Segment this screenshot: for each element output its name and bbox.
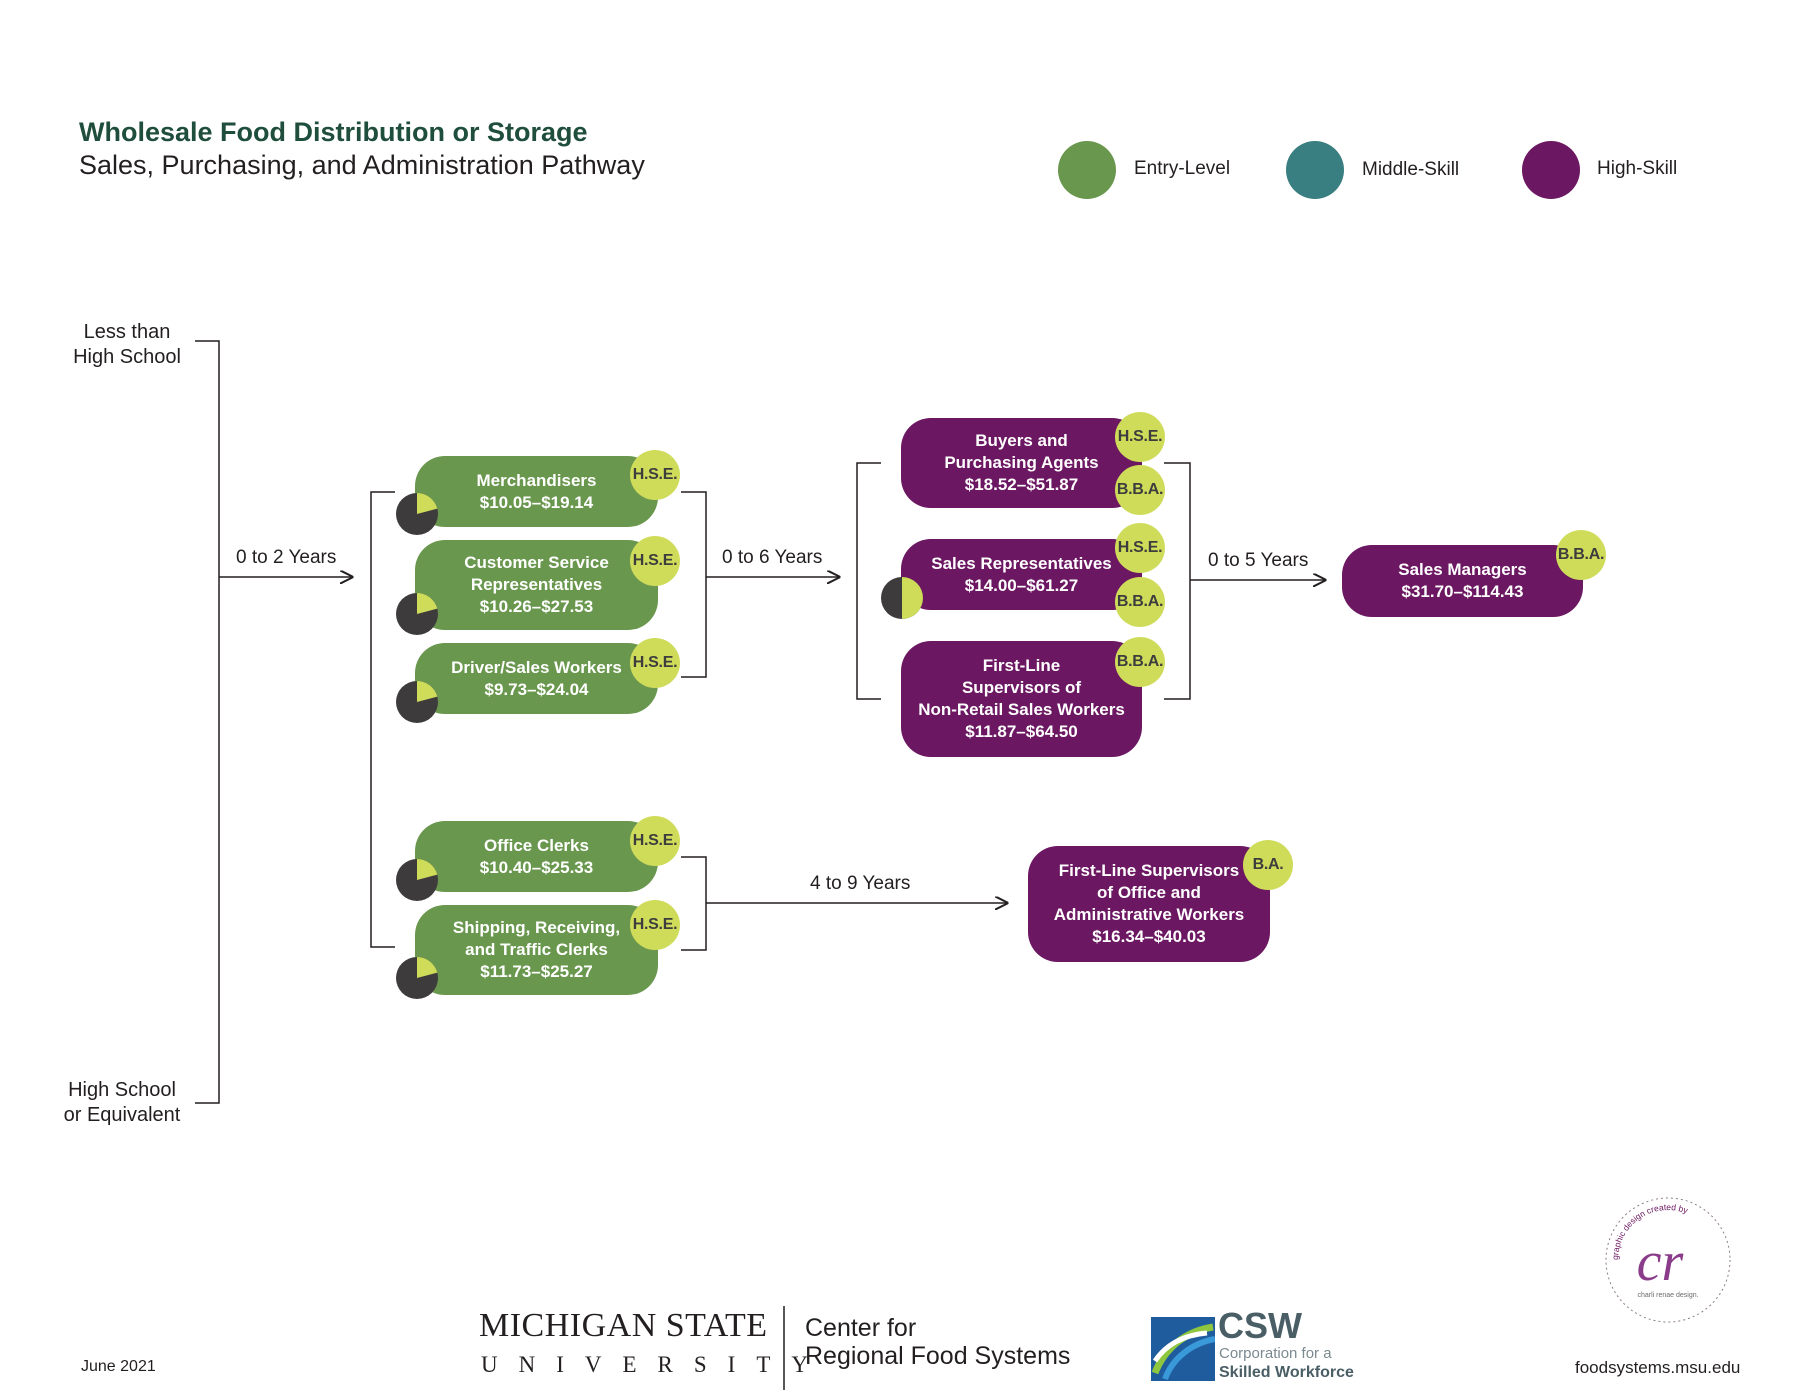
occupation-title: Driver/Sales Workers <box>451 657 622 677</box>
occupation-wage: $18.52–$51.87 <box>964 475 1079 494</box>
badge-ba: B.A. <box>1243 840 1293 890</box>
occupation-wage: $9.73–$24.04 <box>484 679 589 699</box>
education-bracket <box>195 340 220 1104</box>
badge-hse: H.S.E. <box>630 816 680 866</box>
half-pie-icon <box>881 577 923 619</box>
occupation-wage: $11.87–$64.50 <box>965 722 1078 741</box>
pie-chart-icon <box>396 957 438 999</box>
csw-logo-line2: Skilled Workforce <box>1219 1364 1354 1381</box>
occupation-wage: $10.40–$25.33 <box>479 857 594 877</box>
occupation-title: Non-Retail Sales Workers <box>918 700 1125 719</box>
occupation-wage: $10.26–$27.53 <box>479 597 594 616</box>
occupation-merchandisers[interactable]: Merchandisers $10.05–$19.14 <box>415 456 658 527</box>
high-group-left-bracket <box>856 462 881 700</box>
occupation-customer-service-representatives[interactable]: Customer Service Representatives $10.26–… <box>415 540 658 630</box>
high-group-right-bracket <box>1164 462 1191 700</box>
occupation-title: Sales Representatives <box>931 553 1112 573</box>
years-label-step2: 0 to 6 Years <box>722 547 823 568</box>
badge-hse: H.S.E. <box>630 450 680 500</box>
badge-bba: B.B.A. <box>1115 637 1165 687</box>
education-bottom-line2: or Equivalent <box>63 1104 181 1126</box>
occupation-wage: $11.73–$25.27 <box>480 962 593 981</box>
csw-logo-icon <box>1151 1317 1215 1381</box>
legend-entry-level-dot <box>1058 141 1116 199</box>
legend-middle-skill-dot <box>1286 141 1344 199</box>
legend-high-skill-label: High-Skill <box>1597 158 1678 179</box>
education-high-school-equivalent: High School or Equivalent <box>52 1078 192 1128</box>
occupation-sales-representatives[interactable]: Sales Representatives $14.00–$61.27 <box>901 539 1142 610</box>
badge-hse: H.S.E. <box>1115 523 1165 573</box>
pie-chart-icon <box>396 681 438 723</box>
crfs-logo-text: Center for Regional Food Systems <box>805 1314 1070 1370</box>
education-top-line1: Less than <box>83 321 171 343</box>
education-less-than-high-school: Less than High School <box>62 320 192 370</box>
occupation-first-line-supervisors-non-retail-sales[interactable]: First-Line Supervisors of Non-Retail Sal… <box>901 641 1142 757</box>
msu-logo-university: UNIVERSITY <box>481 1352 829 1377</box>
occupation-wage: $10.05–$19.14 <box>479 492 594 512</box>
occupation-first-line-supervisors-office-admin[interactable]: First-Line Supervisors of Office and Adm… <box>1028 846 1270 962</box>
csw-logo-line1: Corporation for a <box>1219 1345 1332 1362</box>
occupation-title: Buyers and <box>975 431 1068 450</box>
occupation-title: Purchasing Agents <box>944 453 1099 472</box>
entry-jobs-bracket <box>370 491 395 948</box>
occupation-title: Shipping, Receiving, <box>452 918 621 937</box>
education-bottom-line1: High School <box>68 1079 176 1101</box>
occupation-sales-managers[interactable]: Sales Managers $31.70–$114.43 <box>1342 545 1583 617</box>
badge-hse: H.S.E. <box>630 536 680 586</box>
occupation-wage: $16.34–$40.03 <box>1092 927 1206 946</box>
msu-logo-name: MICHIGAN STATE <box>479 1307 768 1344</box>
csw-logo-abbrev: CSW <box>1218 1305 1302 1346</box>
badge-hse: H.S.E. <box>630 900 680 950</box>
crfs-line1: Center for <box>805 1314 917 1342</box>
occupation-title: of Office and <box>1097 883 1201 902</box>
badge-bba: B.B.A. <box>1115 465 1165 515</box>
occupation-title: First-Line <box>982 656 1061 675</box>
occupation-shipping-receiving-traffic-clerks[interactable]: Shipping, Receiving, and Traffic Clerks … <box>415 905 658 995</box>
occupation-wage: $31.70–$114.43 <box>1401 582 1524 601</box>
badge-hse: H.S.E. <box>1115 412 1165 462</box>
office-group-bracket <box>681 856 707 951</box>
group1-bracket <box>681 491 707 678</box>
pie-chart-icon <box>396 493 438 535</box>
designer-badge-logo: graphic design created by cr charli rena… <box>1605 1197 1731 1323</box>
occupation-wage: $14.00–$61.27 <box>964 575 1079 595</box>
occupation-title: Customer Service <box>464 553 609 572</box>
occupation-office-clerks[interactable]: Office Clerks $10.40–$25.33 <box>415 821 658 892</box>
badge-bba: B.B.A. <box>1115 577 1165 627</box>
page-subtitle: Sales, Purchasing, and Administration Pa… <box>79 150 645 180</box>
legend-high-skill-dot <box>1522 141 1580 199</box>
designer-name: charli renae design. <box>1637 1292 1698 1299</box>
occupation-title: First-Line Supervisors <box>1058 861 1240 880</box>
legend-entry-level-label: Entry-Level <box>1134 158 1231 179</box>
occupation-title: Sales Managers <box>1398 560 1527 579</box>
occupation-title: and Traffic Clerks <box>465 940 608 959</box>
occupation-title: Administrative Workers <box>1053 905 1245 924</box>
years-label-step3: 0 to 5 Years <box>1208 550 1309 571</box>
badge-bba: B.B.A. <box>1556 530 1606 580</box>
designer-monogram: cr <box>1637 1231 1684 1293</box>
occupation-title: Office Clerks <box>484 835 589 855</box>
legend-middle-skill-label: Middle-Skill <box>1362 159 1460 180</box>
pie-chart-icon <box>396 859 438 901</box>
occupation-buyers-purchasing-agents[interactable]: Buyers and Purchasing Agents $18.52–$51.… <box>901 418 1142 508</box>
occupation-title: Supervisors of <box>961 678 1082 697</box>
footer-url[interactable]: foodsystems.msu.edu <box>1575 1358 1741 1377</box>
years-label-step1: 0 to 2 Years <box>236 547 337 568</box>
occupation-title: Representatives <box>470 575 603 594</box>
occupation-driver-sales-workers[interactable]: Driver/Sales Workers $9.73–$24.04 <box>415 643 658 714</box>
education-top-line2: High School <box>73 346 181 368</box>
crfs-line2: Regional Food Systems <box>805 1342 1071 1370</box>
badge-hse: H.S.E. <box>630 638 680 688</box>
page-title: Wholesale Food Distribution or Storage <box>79 117 588 147</box>
years-label-step4: 4 to 9 Years <box>810 873 911 894</box>
pie-chart-icon <box>396 593 438 635</box>
publication-date: June 2021 <box>81 1358 156 1375</box>
occupation-title: Merchandisers <box>476 470 597 490</box>
